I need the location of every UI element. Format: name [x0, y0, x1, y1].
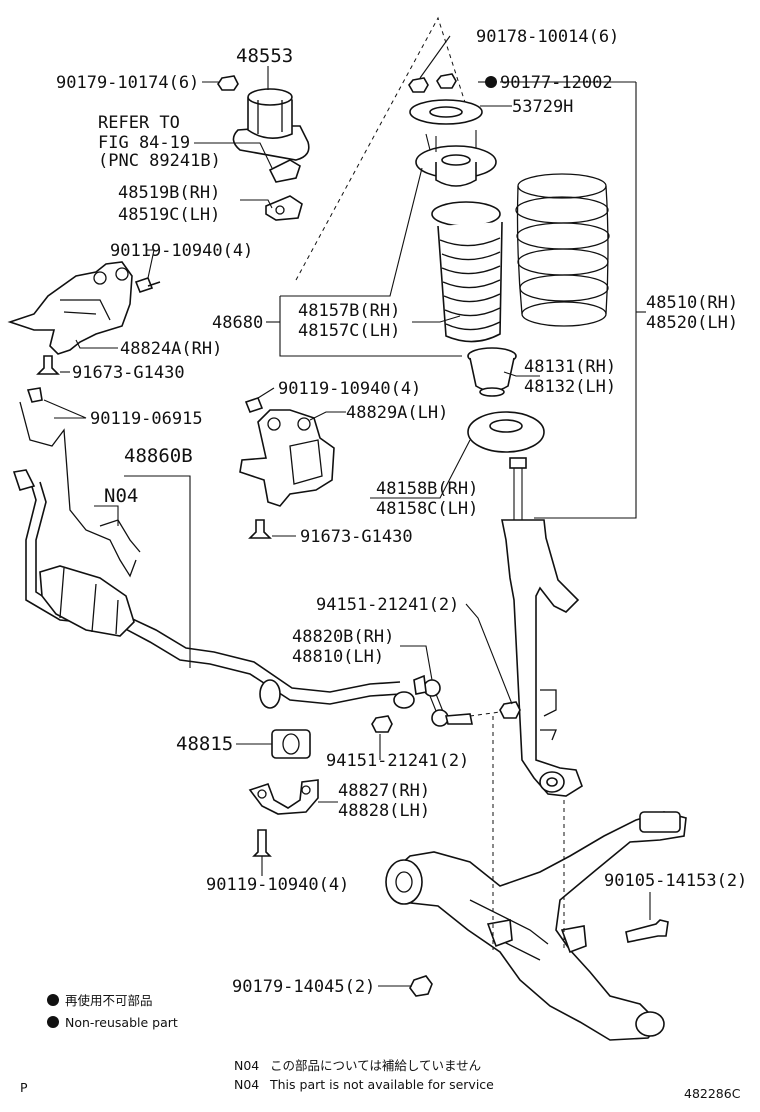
label-48132: 48132(LH) — [524, 377, 616, 397]
label-48820b: 48820B(RH) — [292, 627, 394, 647]
washer-53729h — [409, 99, 483, 125]
label-48827: 48827(RH) — [338, 781, 430, 801]
legend-dot-en — [47, 1016, 59, 1028]
coil-spring-48131 — [515, 173, 610, 327]
label-90119-10940-c: 90119-10940(4) — [206, 875, 349, 895]
label-48520: 48520(LH) — [646, 313, 738, 333]
label-fig-ref: FIG 84-19 — [98, 133, 190, 153]
nut-90178-10014-b — [436, 73, 457, 89]
label-94151-b: 94151-21241(2) — [326, 751, 469, 771]
footer-n04-jp-text: この部品については補給していません — [270, 1058, 481, 1073]
label-48157c: 48157C(LH) — [298, 321, 400, 341]
stabilizer-link — [413, 674, 473, 727]
footer-page-mark: P — [20, 1080, 28, 1095]
bushing-48815 — [271, 729, 311, 759]
legend-en: Non-reusable part — [65, 1015, 178, 1030]
label-90105-14153: 90105-14153(2) — [604, 871, 747, 891]
non-reusable-dot — [485, 76, 497, 88]
bracket-48829a — [239, 409, 335, 507]
nut-90179-10174 — [217, 75, 239, 91]
lower-control-arm — [385, 811, 687, 1041]
legend-jp: 再使用不可部品 — [65, 993, 153, 1008]
nut-94151-b — [371, 715, 393, 733]
label-48510: 48510(RH) — [646, 293, 738, 313]
label-53729h: 53729H — [512, 97, 573, 117]
nut-90178-10014 — [408, 77, 429, 93]
label-48553: 48553 — [236, 45, 293, 67]
label-90179-14045: 90179-14045(2) — [232, 977, 375, 997]
stabilizer-bar-48860b — [12, 469, 415, 709]
leader-lines — [43, 35, 651, 987]
label-48824a: 48824A(RH) — [120, 339, 222, 359]
footer-fig-code: 482286C — [684, 1086, 741, 1101]
bolt-91673-a — [36, 355, 60, 375]
bolt-90105-14153 — [625, 919, 669, 943]
label-48815: 48815 — [176, 733, 233, 755]
label-48158b: 48158B(RH) — [376, 479, 478, 499]
label-48131: 48131(RH) — [524, 357, 616, 377]
bound-bumper — [467, 347, 517, 397]
align-line-3 — [469, 711, 501, 717]
bolt-90119-10940-a — [134, 277, 161, 293]
sensor-wire — [19, 401, 141, 578]
label-90178-10014: 90178-10014(6) — [476, 27, 619, 47]
label-91673-a: 91673-G1430 — [72, 363, 185, 383]
label-n04: N04 — [104, 485, 138, 507]
footer-n04-en-code: N04 — [234, 1077, 259, 1092]
label-90119-10940-b: 90119-10940(4) — [278, 379, 421, 399]
bolt-90119-10940-b — [244, 397, 264, 413]
label-90119-06915: 90119-06915 — [90, 409, 203, 429]
label-90179-10174: 90179-10174(6) — [56, 73, 199, 93]
label-48157b: 48157B(RH) — [298, 301, 400, 321]
dust-boot-48157 — [431, 201, 503, 343]
label-48829a: 48829A(LH) — [346, 403, 448, 423]
label-48680: 48680 — [212, 313, 263, 333]
bolt-91673-b — [248, 519, 272, 539]
label-refer-to: REFER TO — [98, 113, 180, 133]
legend-dot-jp — [47, 994, 59, 1006]
label-94151-a: 94151-21241(2) — [316, 595, 459, 615]
upper-support-48680 — [415, 130, 497, 187]
bolt-90119-10940-c — [252, 829, 272, 857]
bracket-48519 — [265, 159, 303, 221]
group-outline — [295, 16, 471, 281]
label-90177-12002: 90177-12002 — [500, 73, 613, 93]
label-48828: 48828(LH) — [338, 801, 430, 821]
footer-n04-en-text: This part is not available for service — [269, 1077, 494, 1092]
bolt-90119-06915 — [26, 387, 43, 403]
bracket-48827 — [248, 779, 319, 815]
nut-94151-a — [499, 701, 521, 719]
label-pnc-ref: (PNC 89241B) — [98, 151, 221, 171]
label-48158c: 48158C(LH) — [376, 499, 478, 519]
label-48860b: 48860B — [124, 445, 193, 467]
insulator-48158 — [467, 411, 545, 453]
bracket-48824a — [7, 261, 133, 355]
label-48519b: 48519B(RH) — [118, 183, 220, 203]
nut-90179-14045 — [409, 975, 433, 997]
label-91673-b: 91673-G1430 — [300, 527, 413, 547]
label-48519c: 48519C(LH) — [118, 205, 220, 225]
label-90119-10940-a: 90119-10940(4) — [110, 241, 253, 261]
footer-n04-jp-code: N04 — [234, 1058, 259, 1073]
support-cap-part — [232, 88, 310, 161]
shock-absorber — [501, 457, 583, 797]
label-48810: 48810(LH) — [292, 647, 384, 667]
